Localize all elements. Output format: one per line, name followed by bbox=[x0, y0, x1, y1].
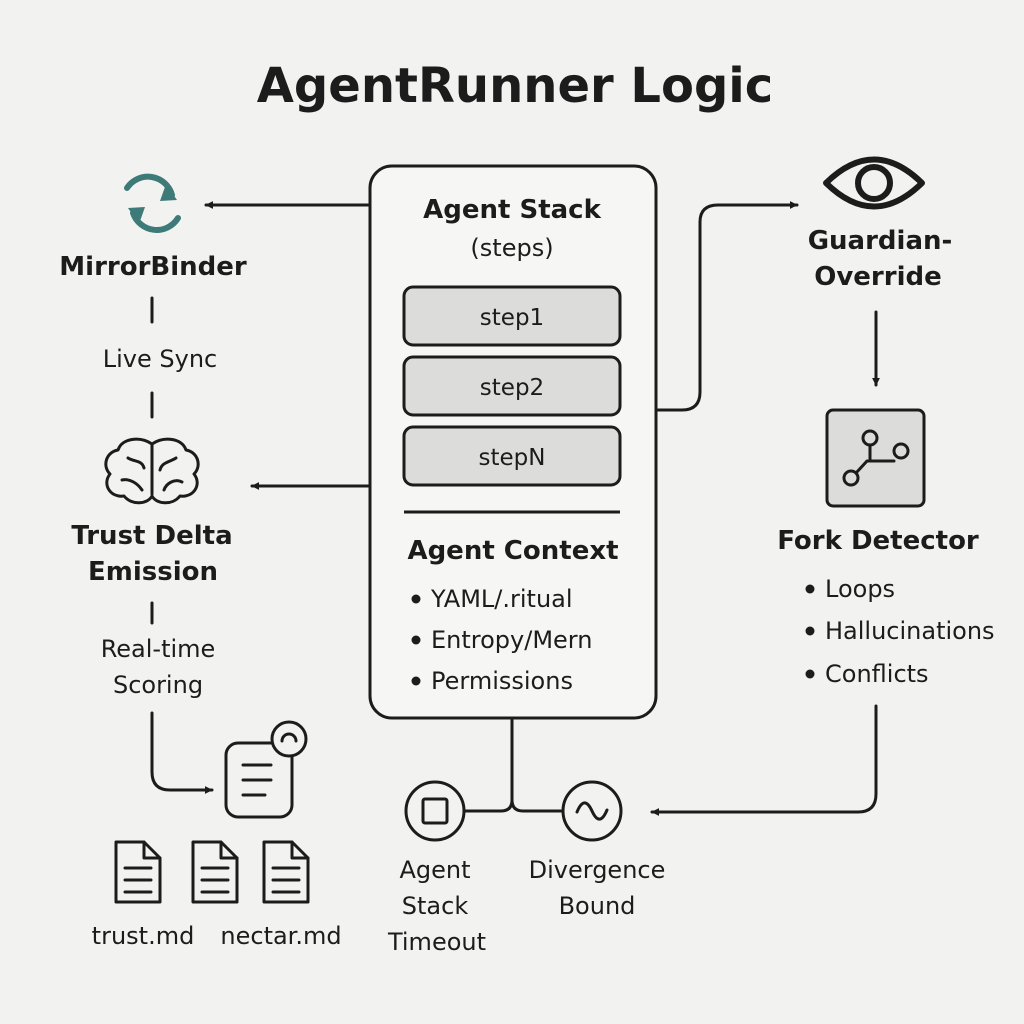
timeout-label-line1: Agent bbox=[399, 856, 470, 884]
document-badge-icon bbox=[224, 720, 308, 819]
guardian-label-line1: Guardian- bbox=[808, 226, 953, 256]
trust-delta-label-line1: Trust Delta bbox=[71, 521, 232, 551]
brain-icon bbox=[104, 437, 200, 505]
connector-to-timeout bbox=[462, 718, 514, 813]
agent-context-title: Agent Context bbox=[407, 536, 618, 566]
fork-detector-item: Hallucinations bbox=[825, 617, 995, 645]
divergence-label-line1: Divergence bbox=[529, 856, 666, 884]
bullet bbox=[411, 635, 421, 645]
live-sync-label: Live Sync bbox=[103, 345, 217, 373]
file-icon bbox=[262, 840, 310, 904]
bullet bbox=[411, 594, 421, 604]
bullet bbox=[805, 669, 815, 679]
arrow-to-divergence bbox=[650, 704, 878, 816]
timeout-label-line3: Timeout bbox=[387, 928, 486, 956]
bullet bbox=[805, 626, 815, 636]
file-label-nectar[interactable]: nectar.md bbox=[220, 922, 341, 950]
guardian-label-line2: Override bbox=[814, 262, 942, 292]
step-label: stepN bbox=[479, 445, 546, 471]
fork-detector-item: Conflicts bbox=[825, 660, 929, 688]
real-time-label-line1: Real-time bbox=[101, 635, 216, 663]
file-label-trust[interactable]: trust.md bbox=[92, 922, 195, 950]
step-box[interactable] bbox=[402, 285, 622, 347]
page-title: AgentRunner Logic bbox=[257, 58, 773, 114]
branch-icon[interactable] bbox=[825, 408, 926, 508]
bullet bbox=[805, 584, 815, 594]
agent-stack-panel: Agent Stack (steps) step1 step2 stepN Ag… bbox=[368, 164, 658, 720]
context-item: Entropy/Mern bbox=[431, 626, 592, 654]
sine-wave-icon[interactable] bbox=[561, 780, 623, 842]
fork-detector-label: Fork Detector bbox=[777, 526, 979, 556]
arrow-to-report bbox=[150, 711, 214, 794]
step-box[interactable] bbox=[402, 355, 622, 417]
real-time-label-line2: Scoring bbox=[113, 671, 203, 699]
context-item: YAML/.ritual bbox=[430, 585, 573, 613]
step-label: step2 bbox=[480, 375, 544, 401]
agent-stack-subtitle: (steps) bbox=[470, 234, 553, 262]
connector-to-divergence bbox=[510, 798, 565, 813]
context-item: Permissions bbox=[431, 667, 573, 695]
arrow-to-guardian bbox=[656, 201, 799, 412]
timeout-label-line2: Stack bbox=[402, 892, 469, 920]
agent-stack-title: Agent Stack bbox=[423, 195, 601, 225]
eye-icon bbox=[823, 156, 925, 210]
divergence-label-line2: Bound bbox=[559, 892, 636, 920]
step-label: step1 bbox=[480, 305, 544, 331]
step-box[interactable] bbox=[402, 425, 622, 487]
trust-delta-label-line2: Emission bbox=[88, 557, 218, 587]
file-icon bbox=[191, 840, 239, 904]
fork-detector-item: Loops bbox=[825, 575, 895, 603]
sync-arrows-icon bbox=[124, 173, 181, 233]
bullet bbox=[411, 676, 421, 686]
file-icon bbox=[114, 840, 162, 904]
square-circle-icon[interactable] bbox=[404, 780, 466, 842]
mirror-binder-label: MirrorBinder bbox=[59, 252, 247, 282]
